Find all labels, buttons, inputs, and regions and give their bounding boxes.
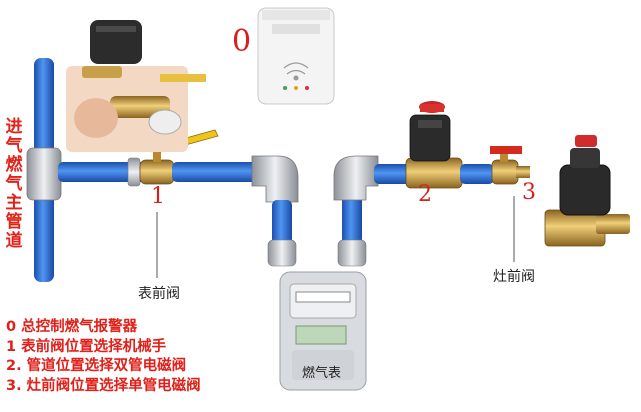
tee-fitting — [26, 147, 62, 201]
marker-3: 3 — [522, 180, 536, 205]
elbow-fitting — [333, 155, 379, 201]
gas-meter-label: 燃气表 — [302, 366, 342, 381]
legend-item: 2. 管道位置选择双管电磁阀 — [6, 358, 187, 374]
legend: 0 总控制燃气报警器 1 表前阀位置选择机械手 2. 管道位置选择双管电磁阀 3… — [6, 318, 201, 396]
double-solenoid-valve-icon — [405, 101, 463, 189]
pipe-coupling — [337, 239, 367, 267]
elbow-fitting — [251, 155, 299, 203]
legend-item: 3. 灶前阀位置选择单管电磁阀 — [6, 377, 201, 394]
pipe-coupling — [267, 239, 297, 267]
gas-meter-icon — [279, 271, 367, 391]
legend-item: 0 总控制燃气报警器 — [6, 319, 138, 335]
marker-1: 1 — [151, 184, 165, 209]
manipulator-valve-icon — [66, 20, 206, 152]
gas-alarm-icon — [257, 7, 335, 105]
stove-valve-label: 灶前阀 — [493, 269, 535, 285]
pipe-segment — [58, 162, 148, 182]
main-pipe-label: 进 气 燃 气 主 管 道 — [5, 117, 23, 251]
marker-0: 0 — [232, 24, 252, 59]
pipe-segment — [172, 162, 260, 182]
pipe-segment — [460, 164, 494, 184]
stove-ball-valve-icon — [490, 146, 530, 185]
pipe-segment — [374, 164, 414, 184]
pipe-coupling — [127, 157, 141, 187]
single-solenoid-valve-icon — [544, 135, 630, 247]
marker-2: 2 — [418, 182, 432, 207]
legend-item: 1 表前阀位置选择机械手 — [6, 338, 167, 355]
meter-valve-label: 表前阀 — [138, 286, 180, 302]
